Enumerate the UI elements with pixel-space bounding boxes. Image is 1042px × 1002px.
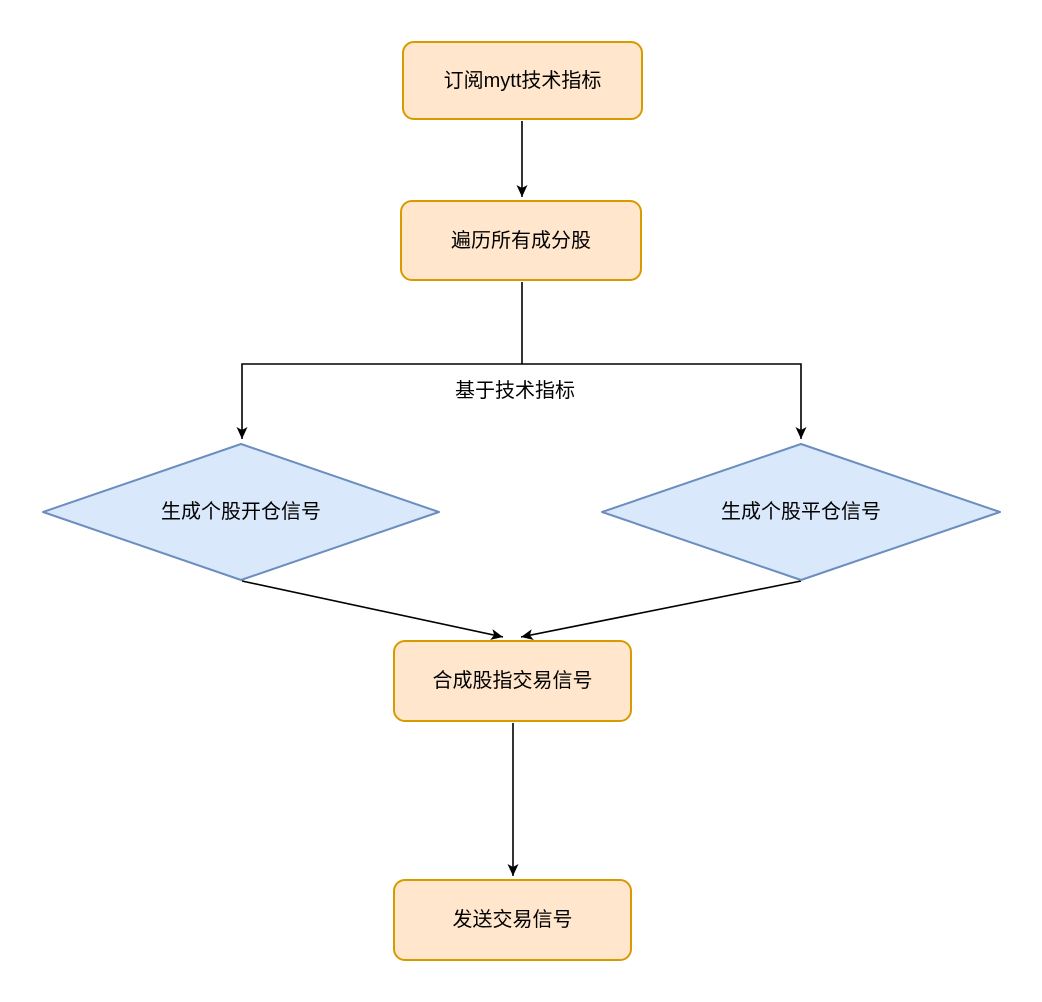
edge-open-to-combine [241, 580, 504, 640]
node-send-signal-label: 发送交易信号 [452, 909, 573, 931]
node-subscribe-indicator-label: 订阅mytt技术指标 [443, 69, 602, 92]
close-signal-diamond-shape [601, 443, 1001, 581]
node-close-signal: 生成个股平仓信号 [599, 442, 1003, 582]
node-open-signal: 生成个股开仓信号 [40, 442, 442, 582]
node-send-signal: 发送交易信号 [393, 879, 632, 961]
node-combine-signal: 合成股指交易信号 [393, 640, 632, 722]
node-iterate-constituents: 遍历所有成分股 [400, 200, 642, 281]
node-iterate-constituents-label: 遍历所有成分股 [451, 229, 591, 252]
node-close-signal-label: 生成个股平仓信号 [721, 501, 881, 523]
node-combine-signal-label: 合成股指交易信号 [432, 670, 593, 692]
node-open-signal-label: 生成个股开仓信号 [161, 501, 321, 523]
branch-condition-label: 基于技术指标 [455, 380, 575, 402]
open-signal-diamond-shape [42, 443, 440, 581]
node-subscribe-indicator: 订阅mytt技术指标 [402, 41, 643, 120]
edge-close-to-combine [520, 580, 802, 641]
